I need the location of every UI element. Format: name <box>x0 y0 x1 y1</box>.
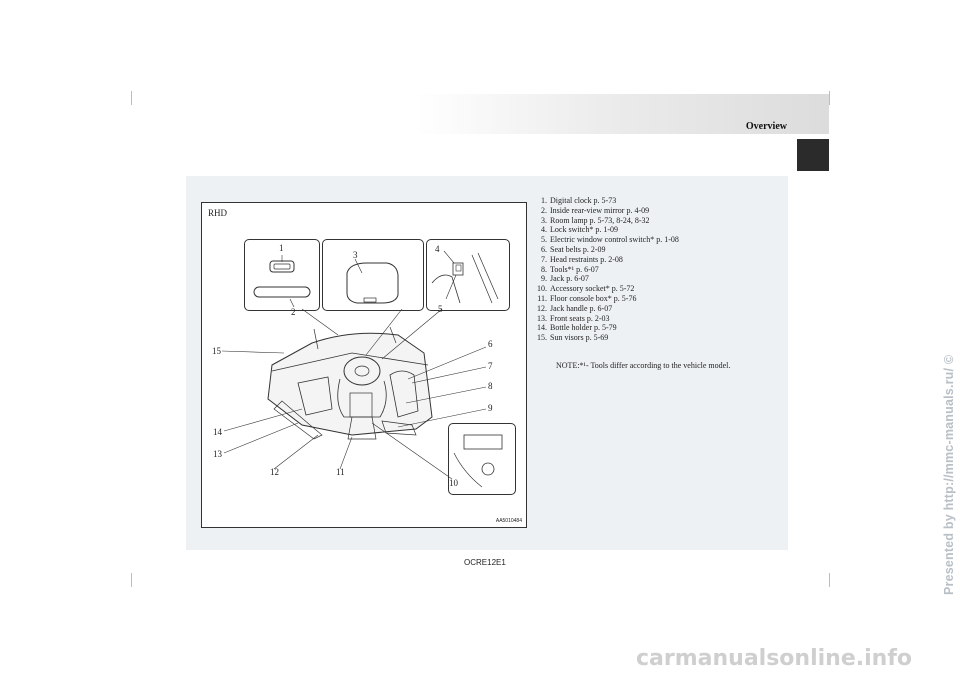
callout-10: 10 <box>449 478 458 488</box>
callout-4: 4 <box>435 244 440 254</box>
list-item: 8.Tools*¹ p. 6-07 <box>541 264 599 274</box>
callout-2: 2 <box>291 307 296 317</box>
callout-7: 7 <box>488 361 493 371</box>
callout-11: 11 <box>336 467 345 477</box>
section-title: Overview <box>745 121 787 132</box>
crop-mark <box>829 91 830 105</box>
crop-mark <box>131 573 132 587</box>
callout-1: 1 <box>279 243 284 253</box>
list-item: 9.Jack p. 6-07 <box>541 274 589 284</box>
callout-3: 3 <box>353 250 358 260</box>
callout-15: 15 <box>212 346 221 356</box>
callout-8: 8 <box>488 381 493 391</box>
callout-12: 12 <box>270 467 279 477</box>
inset-door-switches <box>426 239 510 311</box>
interior-drawing <box>221 250 503 488</box>
inset-mirror-clock <box>244 239 320 311</box>
callout-13: 13 <box>213 449 222 459</box>
crop-mark <box>131 91 132 105</box>
list-item: 15.Sun visors p. 5-69 <box>537 333 609 343</box>
callout-5: 5 <box>438 304 443 314</box>
callout-6: 6 <box>488 339 493 349</box>
list-item: 7.Head restraints p. 2-08 <box>541 254 623 264</box>
figure-code: AA5010484 <box>495 518 522 524</box>
list-item: 12.Jack handle p. 6-07 <box>537 303 613 313</box>
watermark-text: Presented by http://mmc-manuals.ru/ © <box>942 354 956 595</box>
page-code: OCRE12E1 <box>464 558 506 567</box>
list-item: 13.Front seats p. 2-03 <box>537 313 610 323</box>
site-logo[interactable]: carmanualsonline.info <box>636 646 912 671</box>
variant-label: RHD <box>208 208 228 218</box>
list-item: 1.Digital clock p. 5-73 <box>541 196 617 205</box>
inset-room-lamp <box>322 239 424 311</box>
list-item: 11.Floor console box* p. 5-76 <box>537 293 637 303</box>
item-list: 1.Digital clock p. 5-73 2.Inside rear-vi… <box>533 196 679 343</box>
list-item: 3.Room lamp p. 5-73, 8-24, 8-32 <box>541 215 650 225</box>
callout-9: 9 <box>488 403 493 413</box>
list-item: 14.Bottle holder p. 5-79 <box>537 323 617 333</box>
crop-mark <box>829 573 830 587</box>
list-item: 4.Lock switch* p. 1-09 <box>541 225 618 235</box>
list-item: 6.Seat belts p. 2-09 <box>541 244 606 254</box>
interior-figure: RHD <box>201 202 527 528</box>
section-tab <box>797 139 829 171</box>
list-item: 10.Accessory socket* p. 5-72 <box>537 284 635 294</box>
list-item: 5.Electric window control switch* p. 1-0… <box>541 235 679 245</box>
header-band <box>415 94 829 134</box>
tools-note: NOTE:*¹- Tools differ according to the v… <box>556 361 731 370</box>
list-item: 2.Inside rear-view mirror p. 4-09 <box>541 205 650 215</box>
callout-14: 14 <box>213 427 222 437</box>
